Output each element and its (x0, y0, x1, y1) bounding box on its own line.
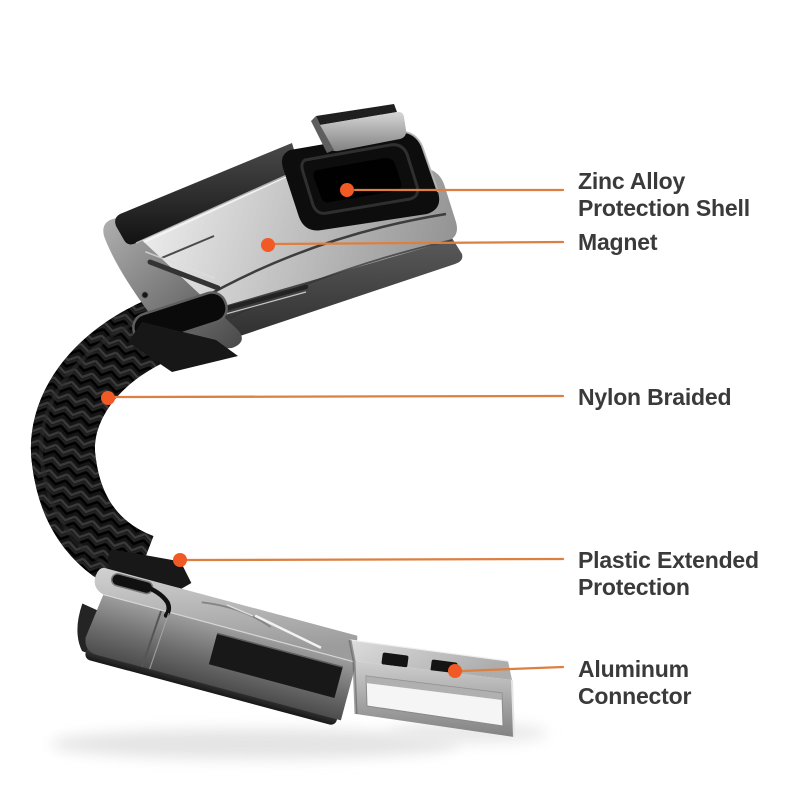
callout-label-aluminum-connector: Aluminum Connector (578, 656, 692, 709)
magnetic-connector-head (103, 104, 463, 372)
callout-line-magnet (273, 240, 565, 246)
plug-opening (365, 675, 504, 727)
usb-a-plug (348, 639, 515, 738)
callout-label-plastic-protection: Plastic Extended Protection (578, 547, 759, 600)
joint-recess (208, 633, 343, 698)
shell-top-rim (115, 143, 300, 245)
top-face-highlight (254, 614, 322, 649)
callout-dot-aluminum-connector (448, 664, 462, 678)
charging-tip (311, 104, 407, 153)
usb-connector-body (77, 549, 358, 725)
plug-slot-left (381, 652, 409, 668)
cable-entry-plastic (107, 549, 192, 589)
callout-dot-nylon-braided (101, 391, 115, 405)
rotating-joint-seam (138, 582, 172, 618)
callout-label-zinc-alloy-shell: Zinc Alloy Protection Shell (578, 168, 750, 221)
callout-line-plastic-protection (185, 557, 565, 562)
callout-label-nylon-braided: Nylon Braided (578, 384, 732, 410)
body-top-face (94, 567, 358, 663)
callout-label-magnet: Magnet (578, 229, 658, 255)
callout-dot-plastic-protection (173, 553, 187, 567)
callout-line-aluminum-connector (460, 665, 565, 673)
callout-dot-magnet (261, 238, 275, 252)
cable-entry-wedge-top (128, 322, 238, 372)
callout-dot-zinc-alloy-shell (340, 183, 354, 197)
shell-side-face (168, 238, 463, 348)
callout-annotations (101, 183, 565, 678)
braided-cable (30, 294, 184, 596)
callout-line-nylon-braided (113, 394, 565, 399)
